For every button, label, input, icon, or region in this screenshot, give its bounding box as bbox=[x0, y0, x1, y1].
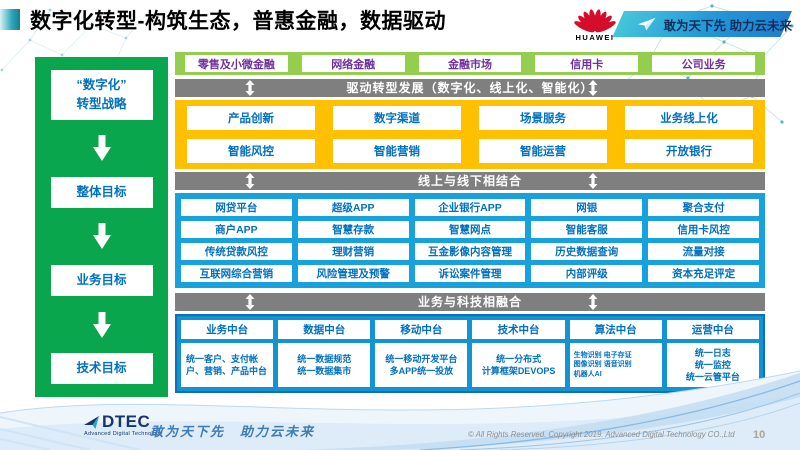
capability-box: 业务线上化 bbox=[625, 106, 753, 130]
drive-transform-bar: 驱动转型发展（数字化、线上化、智能化） bbox=[175, 79, 765, 97]
copyright-text: © All Rights Reserved. Copyright 2019. A… bbox=[468, 430, 735, 439]
title-accent-marker bbox=[0, 9, 20, 30]
capability-box: 数字渠道 bbox=[333, 106, 461, 130]
platform-box: 网银 bbox=[531, 199, 643, 216]
updown-arrow-icon bbox=[245, 294, 255, 310]
page-title: 数字化转型-构筑生态，普惠金融，数据驱动 bbox=[30, 10, 446, 33]
capability-box: 开放银行 bbox=[625, 139, 753, 163]
capability-box: 智能营销 bbox=[333, 139, 461, 163]
platform-box: 智慧网点 bbox=[414, 221, 526, 238]
platform-box: 内部评级 bbox=[531, 265, 643, 282]
down-arrow-icon bbox=[92, 135, 112, 162]
platform-box: 理财营销 bbox=[297, 243, 409, 260]
drive-bar-label: 驱动转型发展（数字化、线上化、智能化） bbox=[346, 81, 594, 95]
platform-box: 聚合支付 bbox=[648, 199, 759, 216]
capability-block: 产品创新 数字渠道 场景服务 业务线上化 智能风控 智能营销 智能运营 开放银行 bbox=[175, 100, 765, 169]
business-line-box: 公司业务 bbox=[652, 55, 755, 72]
huawei-flower-icon bbox=[574, 9, 616, 33]
middle-platform-detail: 统一客户、支付帐户、营销、产品中台 bbox=[181, 343, 274, 387]
middle-platform-header: 运营中台 bbox=[666, 320, 759, 339]
business-line-box: 信用卡 bbox=[535, 55, 639, 72]
middle-platform-detail: 统一移动开发平台 多APP统一投放 bbox=[375, 343, 468, 387]
strategy-sidebar: “数字化” 转型战略 整体目标 业务目标 技术目标 bbox=[35, 57, 168, 397]
middle-platform-header: 算法中台 bbox=[569, 320, 662, 339]
platform-box: 流量对接 bbox=[648, 243, 759, 260]
dtec-arrow-icon bbox=[84, 416, 99, 429]
page-number: 10 bbox=[753, 429, 766, 441]
updown-arrow-icon bbox=[588, 173, 598, 189]
main-diagram: 零售及小微金融 网络金融 金融市场 信用卡 公司业务 驱动转型发展（数字化、线上… bbox=[175, 52, 765, 393]
online-offline-bar: 线上与线下相结合 bbox=[175, 172, 765, 190]
sidebar-item-strategy: “数字化” 转型战略 bbox=[50, 70, 153, 120]
updown-arrow-icon bbox=[588, 80, 598, 96]
huawei-wordmark: HUAWEI bbox=[575, 33, 615, 42]
updown-arrow-icon bbox=[588, 294, 598, 310]
banner-slogan-text: 敢为天下先 助力云未来 bbox=[663, 18, 792, 33]
online-offline-bar-label: 线上与线下相结合 bbox=[417, 174, 522, 188]
platform-box: 历史数据查询 bbox=[531, 243, 643, 260]
platform-block: 网贷平台 超级APP 企业银行APP 网银 聚合支付 商户APP 智慧存款 智慧… bbox=[175, 193, 765, 288]
slogan-banner: 敢为天下先 助力云未来 bbox=[612, 11, 792, 37]
sidebar-item-overall-goal: 整体目标 bbox=[50, 176, 153, 208]
business-line-box: 金融市场 bbox=[418, 55, 522, 72]
capability-box: 场景服务 bbox=[479, 106, 607, 130]
sidebar-item-business-goal: 业务目标 bbox=[50, 265, 153, 296]
middle-platform-header: 数据中台 bbox=[278, 320, 371, 339]
middle-platform-block: 业务中台 数据中台 移动中台 技术中台 算法中台 运营中台 统一客户、支付帐户、… bbox=[175, 314, 765, 393]
footer-slogan: 敢为天下先 助力云未来 bbox=[150, 424, 316, 439]
platform-box: 诉讼案件管理 bbox=[414, 265, 526, 282]
platform-box: 风险管理及预警 bbox=[297, 265, 409, 282]
sidebar-item-tech-goal: 技术目标 bbox=[50, 353, 153, 384]
middle-platform-detail: 统一日志 统一监控 统一云管平台 bbox=[666, 343, 759, 387]
platform-box: 资本充足评定 bbox=[648, 265, 759, 282]
platform-box: 网贷平台 bbox=[181, 199, 292, 216]
capability-box: 产品创新 bbox=[187, 106, 315, 130]
middle-platform-detail: 生物识别 电子存证 图像识别 语音识别 机器人AI bbox=[569, 343, 662, 387]
tech-fusion-bar-label: 业务与科技相融合 bbox=[417, 295, 522, 309]
capability-box: 智能风控 bbox=[187, 139, 315, 163]
down-arrow-icon bbox=[92, 223, 112, 250]
middle-platform-header: 移动中台 bbox=[375, 320, 468, 339]
platform-box: 互联网综合营销 bbox=[181, 265, 292, 282]
platform-box: 信用卡风控 bbox=[648, 221, 759, 238]
middle-platform-header: 技术中台 bbox=[472, 320, 565, 339]
updown-arrow-icon bbox=[245, 173, 255, 189]
updown-arrow-icon bbox=[245, 80, 255, 96]
down-arrow-icon bbox=[92, 311, 112, 338]
middle-platform-detail: 统一数据规范 统一数据集市 bbox=[278, 343, 371, 387]
paper-plane-icon bbox=[638, 17, 656, 30]
middle-platform-header: 业务中台 bbox=[181, 320, 274, 339]
capability-box: 智能运营 bbox=[479, 139, 607, 163]
business-lines-band: 零售及小微金融 网络金融 金融市场 信用卡 公司业务 bbox=[175, 52, 765, 75]
tech-fusion-bar: 业务与科技相融合 bbox=[175, 293, 765, 311]
middle-platform-detail: 统一分布式 计算框架DEVOPS bbox=[472, 343, 565, 387]
platform-box: 互金影像内容管理 bbox=[414, 243, 526, 260]
dtec-wordmark: DTEC bbox=[102, 412, 151, 431]
platform-box: 超级APP bbox=[297, 199, 409, 216]
huawei-logo: HUAWEI bbox=[572, 3, 618, 42]
business-line-box: 网络金融 bbox=[301, 55, 405, 72]
platform-box: 商户APP bbox=[181, 221, 292, 238]
platform-box: 智慧存款 bbox=[297, 221, 409, 238]
platform-box: 智能客服 bbox=[531, 221, 643, 238]
business-line-box: 零售及小微金融 bbox=[185, 55, 288, 72]
platform-box: 企业银行APP bbox=[414, 199, 526, 216]
platform-box: 传统贷款风控 bbox=[181, 243, 292, 260]
